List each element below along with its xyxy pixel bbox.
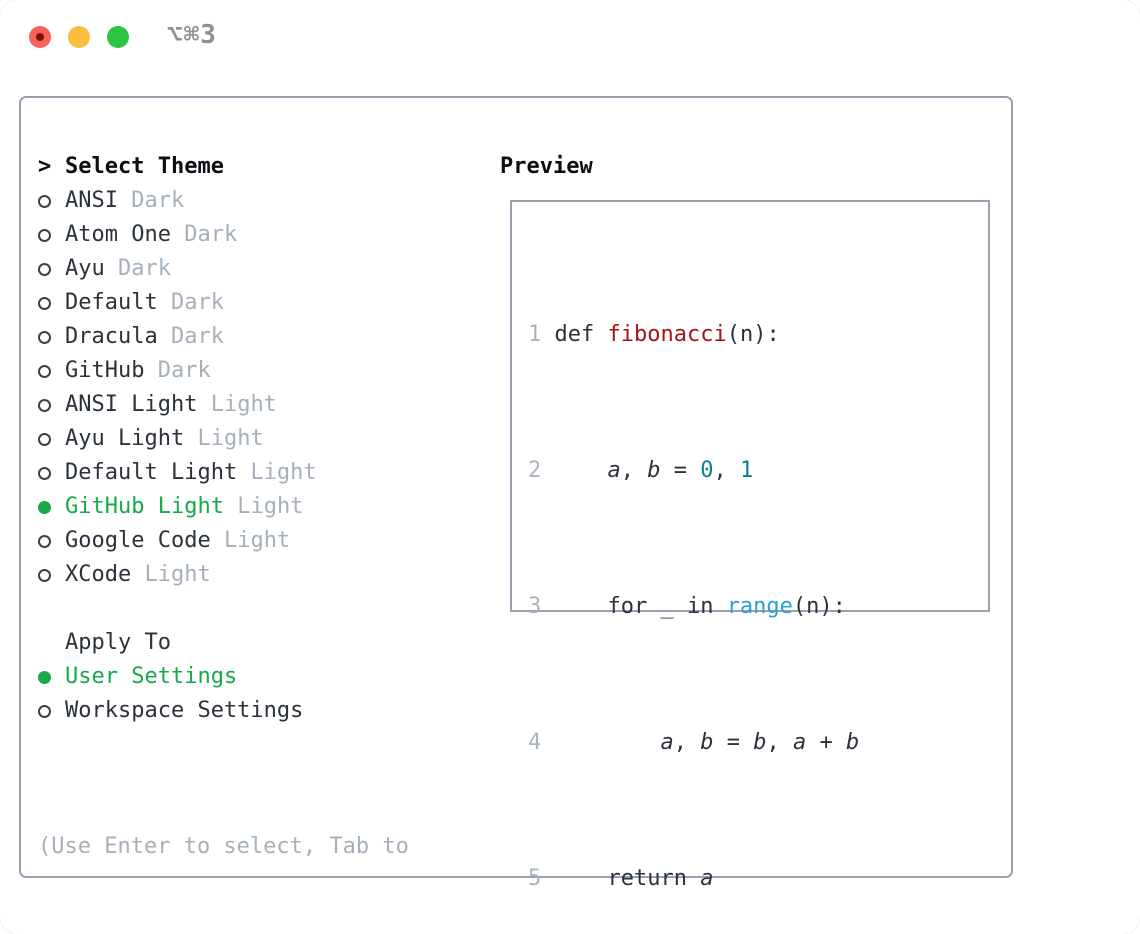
radio-icon: [38, 262, 51, 276]
code-line: 2 a, b = 0, 1: [528, 458, 754, 483]
theme-variant-tag: Dark: [170, 290, 224, 315]
theme-option[interactable]: Google Code Light: [38, 524, 409, 558]
theme-name: Dracula: [65, 324, 158, 349]
theme-variant-tag: Light: [210, 392, 277, 417]
code-line: 4 a, b = b, a + b: [528, 730, 860, 755]
radio-icon: [38, 330, 51, 344]
radio-icon: [38, 432, 51, 446]
theme-name: ANSI: [65, 188, 118, 213]
line-number: 2: [528, 458, 555, 483]
preview-title: Preview: [500, 154, 593, 179]
radio-icon: [38, 194, 51, 208]
apply-to-name: Workspace Settings: [65, 698, 304, 723]
code-preview: 1 def fibonacci(n): 2 a, b = 0, 1 3 for …: [528, 250, 939, 934]
radio-icon: [38, 228, 51, 242]
theme-name: Atom One: [65, 222, 171, 247]
radio-icon: [38, 466, 51, 480]
radio-icon: [38, 500, 51, 514]
preview-box: 1 def fibonacci(n): 2 a, b = 0, 1 3 for …: [510, 200, 990, 891]
theme-option[interactable]: Default Dark: [38, 286, 409, 320]
theme-name: Default: [65, 290, 158, 315]
theme-option[interactable]: ANSI Light Light: [38, 388, 409, 422]
apply-to-option[interactable]: User Settings: [38, 660, 409, 694]
prompt-icon: >: [38, 154, 52, 179]
radio-icon: [38, 704, 51, 718]
theme-name: GitHub: [65, 358, 145, 383]
theme-option[interactable]: Default Light Light: [38, 456, 409, 490]
theme-option[interactable]: XCode Light: [38, 558, 409, 592]
theme-option[interactable]: Ayu Light Light: [38, 422, 409, 456]
radio-icon: [38, 534, 51, 548]
theme-variant-tag: Light: [237, 494, 304, 519]
theme-variant-tag: Dark: [157, 358, 211, 383]
line-number: 4: [528, 730, 555, 755]
theme-option[interactable]: Ayu Dark: [38, 252, 409, 286]
theme-variant-tag: Light: [197, 426, 264, 451]
theme-name: ANSI Light: [65, 392, 198, 417]
code-line: 1 def fibonacci(n):: [528, 322, 780, 347]
radio-icon: [38, 398, 51, 412]
radio-icon: [38, 568, 51, 582]
select-theme-header: > Select Theme: [38, 150, 409, 184]
theme-variant-tag: Light: [250, 460, 317, 485]
maximize-button[interactable]: [107, 26, 129, 48]
theme-name: Google Code: [65, 528, 211, 553]
theme-option[interactable]: ANSI Dark: [38, 184, 409, 218]
theme-name: Ayu Light: [65, 426, 185, 451]
radio-icon: [38, 364, 51, 378]
theme-option[interactable]: Atom One Dark: [38, 218, 409, 252]
apply-to-option[interactable]: Workspace Settings: [38, 694, 409, 728]
apply-to-name: User Settings: [65, 664, 238, 689]
line-number: 5: [528, 866, 555, 891]
theme-variant-tag: Dark: [118, 256, 171, 281]
theme-variant-tag: Dark: [170, 324, 224, 349]
theme-option[interactable]: Dracula Dark: [38, 320, 409, 354]
hint-line-1: (Use Enter to select, Tab to: [38, 834, 409, 859]
hint-text: (Use Enter to select, Tab to change focu…: [38, 762, 409, 934]
select-theme-title: Select Theme: [65, 154, 224, 179]
theme-picker-panel: > Select Theme ANSI Dark Atom One Dark A…: [19, 96, 1013, 891]
radio-icon: [38, 296, 51, 310]
line-number: 1: [528, 322, 555, 347]
theme-option[interactable]: GitHub Light Light: [38, 490, 409, 524]
theme-list-column: > Select Theme ANSI Dark Atom One Dark A…: [38, 150, 409, 934]
theme-variant-tag: Light: [144, 562, 211, 587]
titlebar: ⌥⌘3: [0, 0, 1140, 70]
apply-to-header: Apply To: [38, 626, 409, 660]
theme-options-list: ANSI Dark Atom One Dark Ayu Dark Default…: [38, 184, 409, 592]
theme-name: GitHub Light: [65, 494, 224, 519]
close-button[interactable]: [29, 26, 51, 48]
theme-variant-tag: Dark: [184, 222, 238, 247]
theme-name: Ayu: [65, 256, 105, 281]
spacer: [38, 592, 409, 626]
theme-name: XCode: [65, 562, 132, 587]
line-number: 3: [528, 594, 555, 619]
spacer: [38, 728, 409, 762]
apply-to-title: Apply To: [65, 630, 171, 655]
radio-icon: [38, 670, 51, 684]
theme-option[interactable]: GitHub Dark: [38, 354, 409, 388]
theme-name: Default Light: [65, 460, 238, 485]
theme-variant-tag: Dark: [131, 188, 185, 213]
theme-variant-tag: Light: [223, 528, 291, 553]
close-dot-icon: [36, 33, 44, 41]
window-title: ⌥⌘3: [167, 20, 217, 50]
apply-to-options-list: User Settings Workspace Settings: [38, 660, 409, 728]
code-line: 3 for _ in range(n):: [528, 594, 846, 619]
minimize-button[interactable]: [68, 26, 90, 48]
code-line: 5 return a: [528, 866, 714, 891]
